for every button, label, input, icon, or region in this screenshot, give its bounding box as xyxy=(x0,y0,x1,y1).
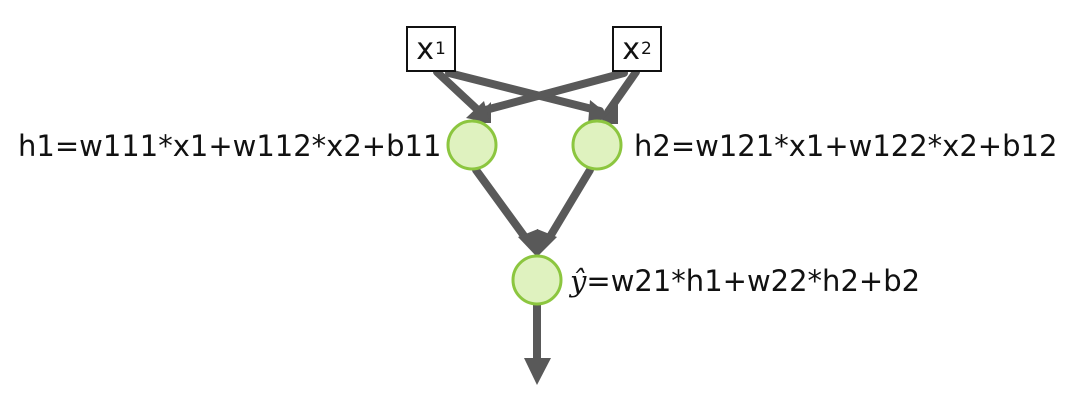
arrowhead-h2-y xyxy=(537,229,557,257)
arrowhead-x2-h2 xyxy=(598,104,618,124)
arrowhead-x2-h1 xyxy=(466,101,490,123)
hidden-node-h2 xyxy=(571,119,623,171)
input-x2-base: x xyxy=(622,31,640,67)
edge-x2-h2 xyxy=(604,68,640,116)
hidden-h2-label: h2=w121*x1+w122*x2+b12 xyxy=(634,129,1058,163)
edge-x1-h2 xyxy=(445,69,604,115)
input-x1-base: x xyxy=(416,31,434,67)
output-label: ŷ=w21*h1+w22*h2+b2 xyxy=(570,267,920,296)
output-node-y xyxy=(511,254,563,306)
edge-h2-y xyxy=(544,166,594,244)
edge-h1-y xyxy=(472,166,531,244)
edge-x1-h1 xyxy=(433,68,485,117)
arrowhead-h1-y xyxy=(518,229,538,257)
input-x1-subscript: 1 xyxy=(434,39,446,59)
output-equation: =w21*h1+w22*h2+b2 xyxy=(586,264,921,298)
input-x2-subscript: 2 xyxy=(640,39,652,59)
output-yhat-symbol: ŷ xyxy=(570,264,587,298)
edge-x2-h1 xyxy=(474,69,628,116)
arrowhead-output xyxy=(524,358,551,385)
hidden-node-h1 xyxy=(446,119,498,171)
hidden-h1-label: h1=w111*x1+w112*x2+b11 xyxy=(18,129,442,163)
